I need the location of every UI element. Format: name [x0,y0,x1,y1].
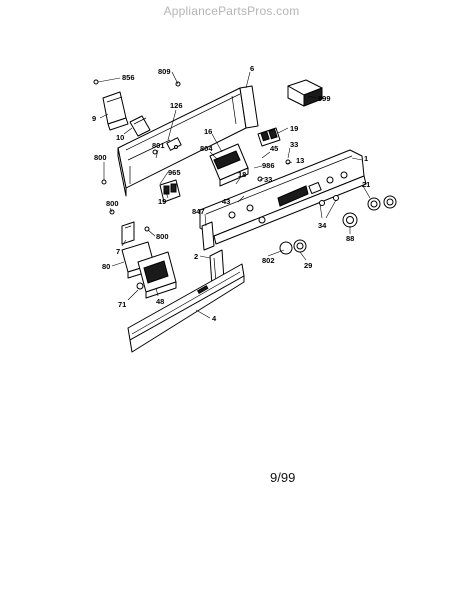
site-watermark: AppliancePartsPros.com [163,4,300,18]
side-bracket-9 [102,91,129,131]
callout-29: 29 [304,261,312,270]
callout-847: 847 [192,207,205,216]
callout-809: 809 [158,67,171,76]
trim-strip-4 [127,263,245,353]
callout-126: 126 [170,101,183,110]
knob-21b [383,195,397,209]
callout-965: 965 [168,168,181,177]
callout-34: 34 [318,221,327,230]
end-cap-847 [201,221,215,251]
callout-6: 6 [250,64,254,73]
knob-29 [279,239,307,255]
callout-labels: 856 809 6 999 126 9 10 16 19 801 804 45 … [92,64,370,323]
switch-19-upper [257,127,281,147]
clip-7 [121,221,135,245]
screw-set [93,79,291,232]
callout-9: 9 [92,114,96,123]
callout-18: 18 [238,170,246,179]
backguard-frame [117,85,259,197]
clip-10 [129,115,151,137]
callout-10: 10 [116,133,124,142]
callout-804: 804 [200,144,213,153]
relay-block-16 [209,143,249,187]
callout-999: 999 [318,94,331,103]
callout-45: 45 [270,144,278,153]
callout-33-lower: 33 [264,175,272,184]
callout-856: 856 [122,73,135,82]
callout-800-mid: 800 [106,199,119,208]
callout-71: 71 [118,300,126,309]
callout-13: 13 [296,156,304,165]
callout-800-left: 800 [94,153,107,162]
switch-19-lower [159,179,181,203]
callout-7: 7 [116,247,120,256]
callout-1: 1 [364,154,368,163]
knob-21 [367,197,381,211]
part-999-box [287,79,323,107]
knob-88 [342,212,358,228]
callout-19-lower: 19 [158,197,166,206]
callout-4: 4 [212,314,217,323]
control-panel-1 [199,149,367,245]
callout-2: 2 [194,252,198,261]
callout-801: 801 [152,141,165,150]
control-module-48 [136,251,177,299]
callout-16: 16 [204,127,212,136]
callout-19-upper: 19 [290,124,298,133]
callout-43: 43 [222,197,230,206]
callout-21: 21 [362,180,370,189]
callout-80: 80 [102,262,110,271]
callout-88: 88 [346,234,354,243]
callout-986: 986 [262,161,275,170]
revision-date: 9/99 [270,470,296,485]
leader-lines [97,71,371,319]
callout-802: 802 [262,256,275,265]
callout-48: 48 [156,297,164,306]
callout-33-upper: 33 [290,140,298,149]
callout-800-lower: 800 [156,232,169,241]
